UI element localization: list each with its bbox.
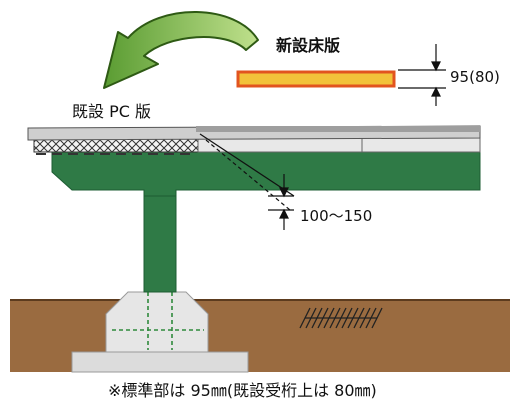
footing	[105, 291, 209, 353]
ground-hatch-icon	[299, 307, 383, 329]
rebar-lines	[112, 292, 204, 350]
slab-thickness-label: 95(80)	[450, 68, 500, 86]
footnote: ※標準部は 95㎜(既設受桁上は 80㎜)	[108, 381, 377, 400]
clearance-label: 100～150	[300, 207, 373, 225]
pier-column	[143, 191, 177, 293]
deck-slab-right	[197, 137, 481, 153]
dimension-95	[398, 44, 446, 106]
base-slab	[71, 351, 249, 373]
new-slab-plate	[236, 70, 396, 88]
pavement-top	[196, 126, 480, 132]
existing-pc-slab-label: 既設 PC 版	[72, 102, 151, 121]
new-slab-label: 新設床版	[276, 36, 341, 55]
curved-arrow-icon	[103, 11, 259, 89]
dimension-clearance	[199, 133, 295, 230]
pier-cap-beam	[51, 151, 481, 197]
